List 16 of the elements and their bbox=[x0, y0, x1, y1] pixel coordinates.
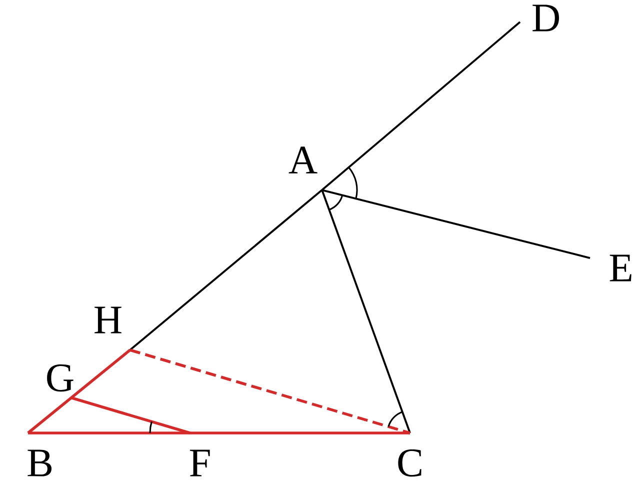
point-label: B bbox=[28, 450, 52, 476]
line-segment bbox=[28, 432, 410, 434]
point-label: D bbox=[532, 4, 559, 32]
line-segment bbox=[27, 348, 131, 434]
point-label: C bbox=[398, 449, 422, 477]
line-segment bbox=[129, 189, 323, 351]
point-label: A bbox=[288, 146, 318, 174]
line-segment bbox=[130, 348, 410, 434]
line-segment bbox=[322, 189, 590, 259]
point-label: F bbox=[190, 450, 210, 476]
point-label: H bbox=[94, 306, 122, 334]
point-label: E bbox=[610, 254, 632, 282]
line-segment bbox=[321, 21, 521, 191]
point-label: G bbox=[47, 364, 74, 392]
line-segment bbox=[321, 190, 411, 434]
line-segment bbox=[72, 396, 190, 434]
